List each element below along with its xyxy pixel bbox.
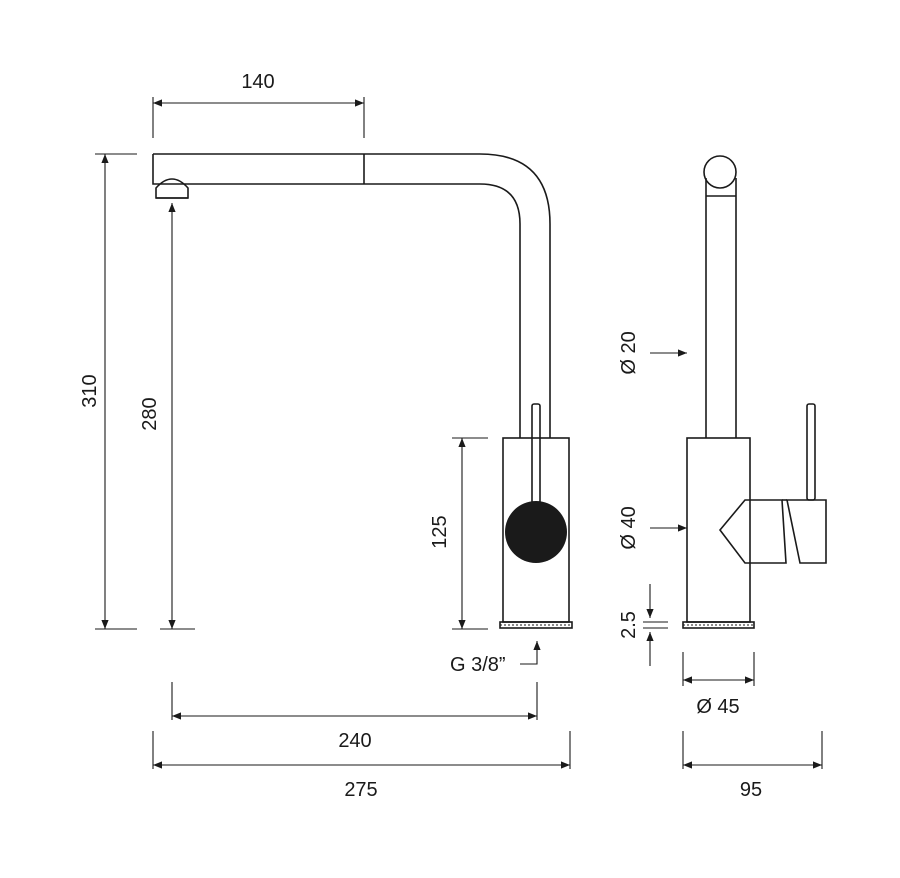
side-spout-head <box>703 155 737 189</box>
label-310: 310 <box>79 374 101 407</box>
label-140: 140 <box>241 71 274 93</box>
front-view: 140 310 280 125 G 3/8” <box>79 71 573 801</box>
label-connection: G 3/8” <box>450 654 506 676</box>
side-handle <box>718 499 827 564</box>
side-base-ring <box>682 621 755 629</box>
label-base-diameter: Ø 45 <box>696 696 739 718</box>
side-lever <box>806 403 816 501</box>
dim-spout-reach: 140 <box>152 71 365 138</box>
dim-body-height: 125 <box>429 437 488 630</box>
dim-spout-height: 280 <box>139 203 195 630</box>
label-275: 275 <box>344 779 377 801</box>
dim-base-thickness: 2.5 <box>618 584 668 666</box>
spout-outline <box>152 153 551 438</box>
label-95: 95 <box>740 779 762 801</box>
dim-spout-diameter: Ø 20 <box>618 331 687 375</box>
side-view: Ø 20 Ø 40 2.5 Ø 45 95 <box>618 155 827 801</box>
label-base-thickness: 2.5 <box>618 611 640 639</box>
dim-reach-to-outlet: 240 <box>171 682 538 752</box>
dim-total-height: 310 <box>79 153 137 630</box>
aerator <box>155 178 189 199</box>
dim-total-depth: 95 <box>682 731 823 801</box>
handle-knob <box>505 501 567 563</box>
dim-body-diameter: Ø 40 <box>618 506 687 550</box>
label-body-diameter: Ø 40 <box>618 506 640 549</box>
label-240: 240 <box>338 730 371 752</box>
side-spout <box>705 178 737 438</box>
dim-base-diameter: Ø 45 <box>682 652 755 718</box>
dim-total-width: 275 <box>152 731 571 801</box>
side-body <box>686 437 751 623</box>
label-280: 280 <box>139 397 161 430</box>
label-125: 125 <box>429 515 451 548</box>
base-ring <box>499 621 573 629</box>
label-spout-diameter: Ø 20 <box>618 331 640 374</box>
dim-connection: G 3/8” <box>450 641 541 676</box>
